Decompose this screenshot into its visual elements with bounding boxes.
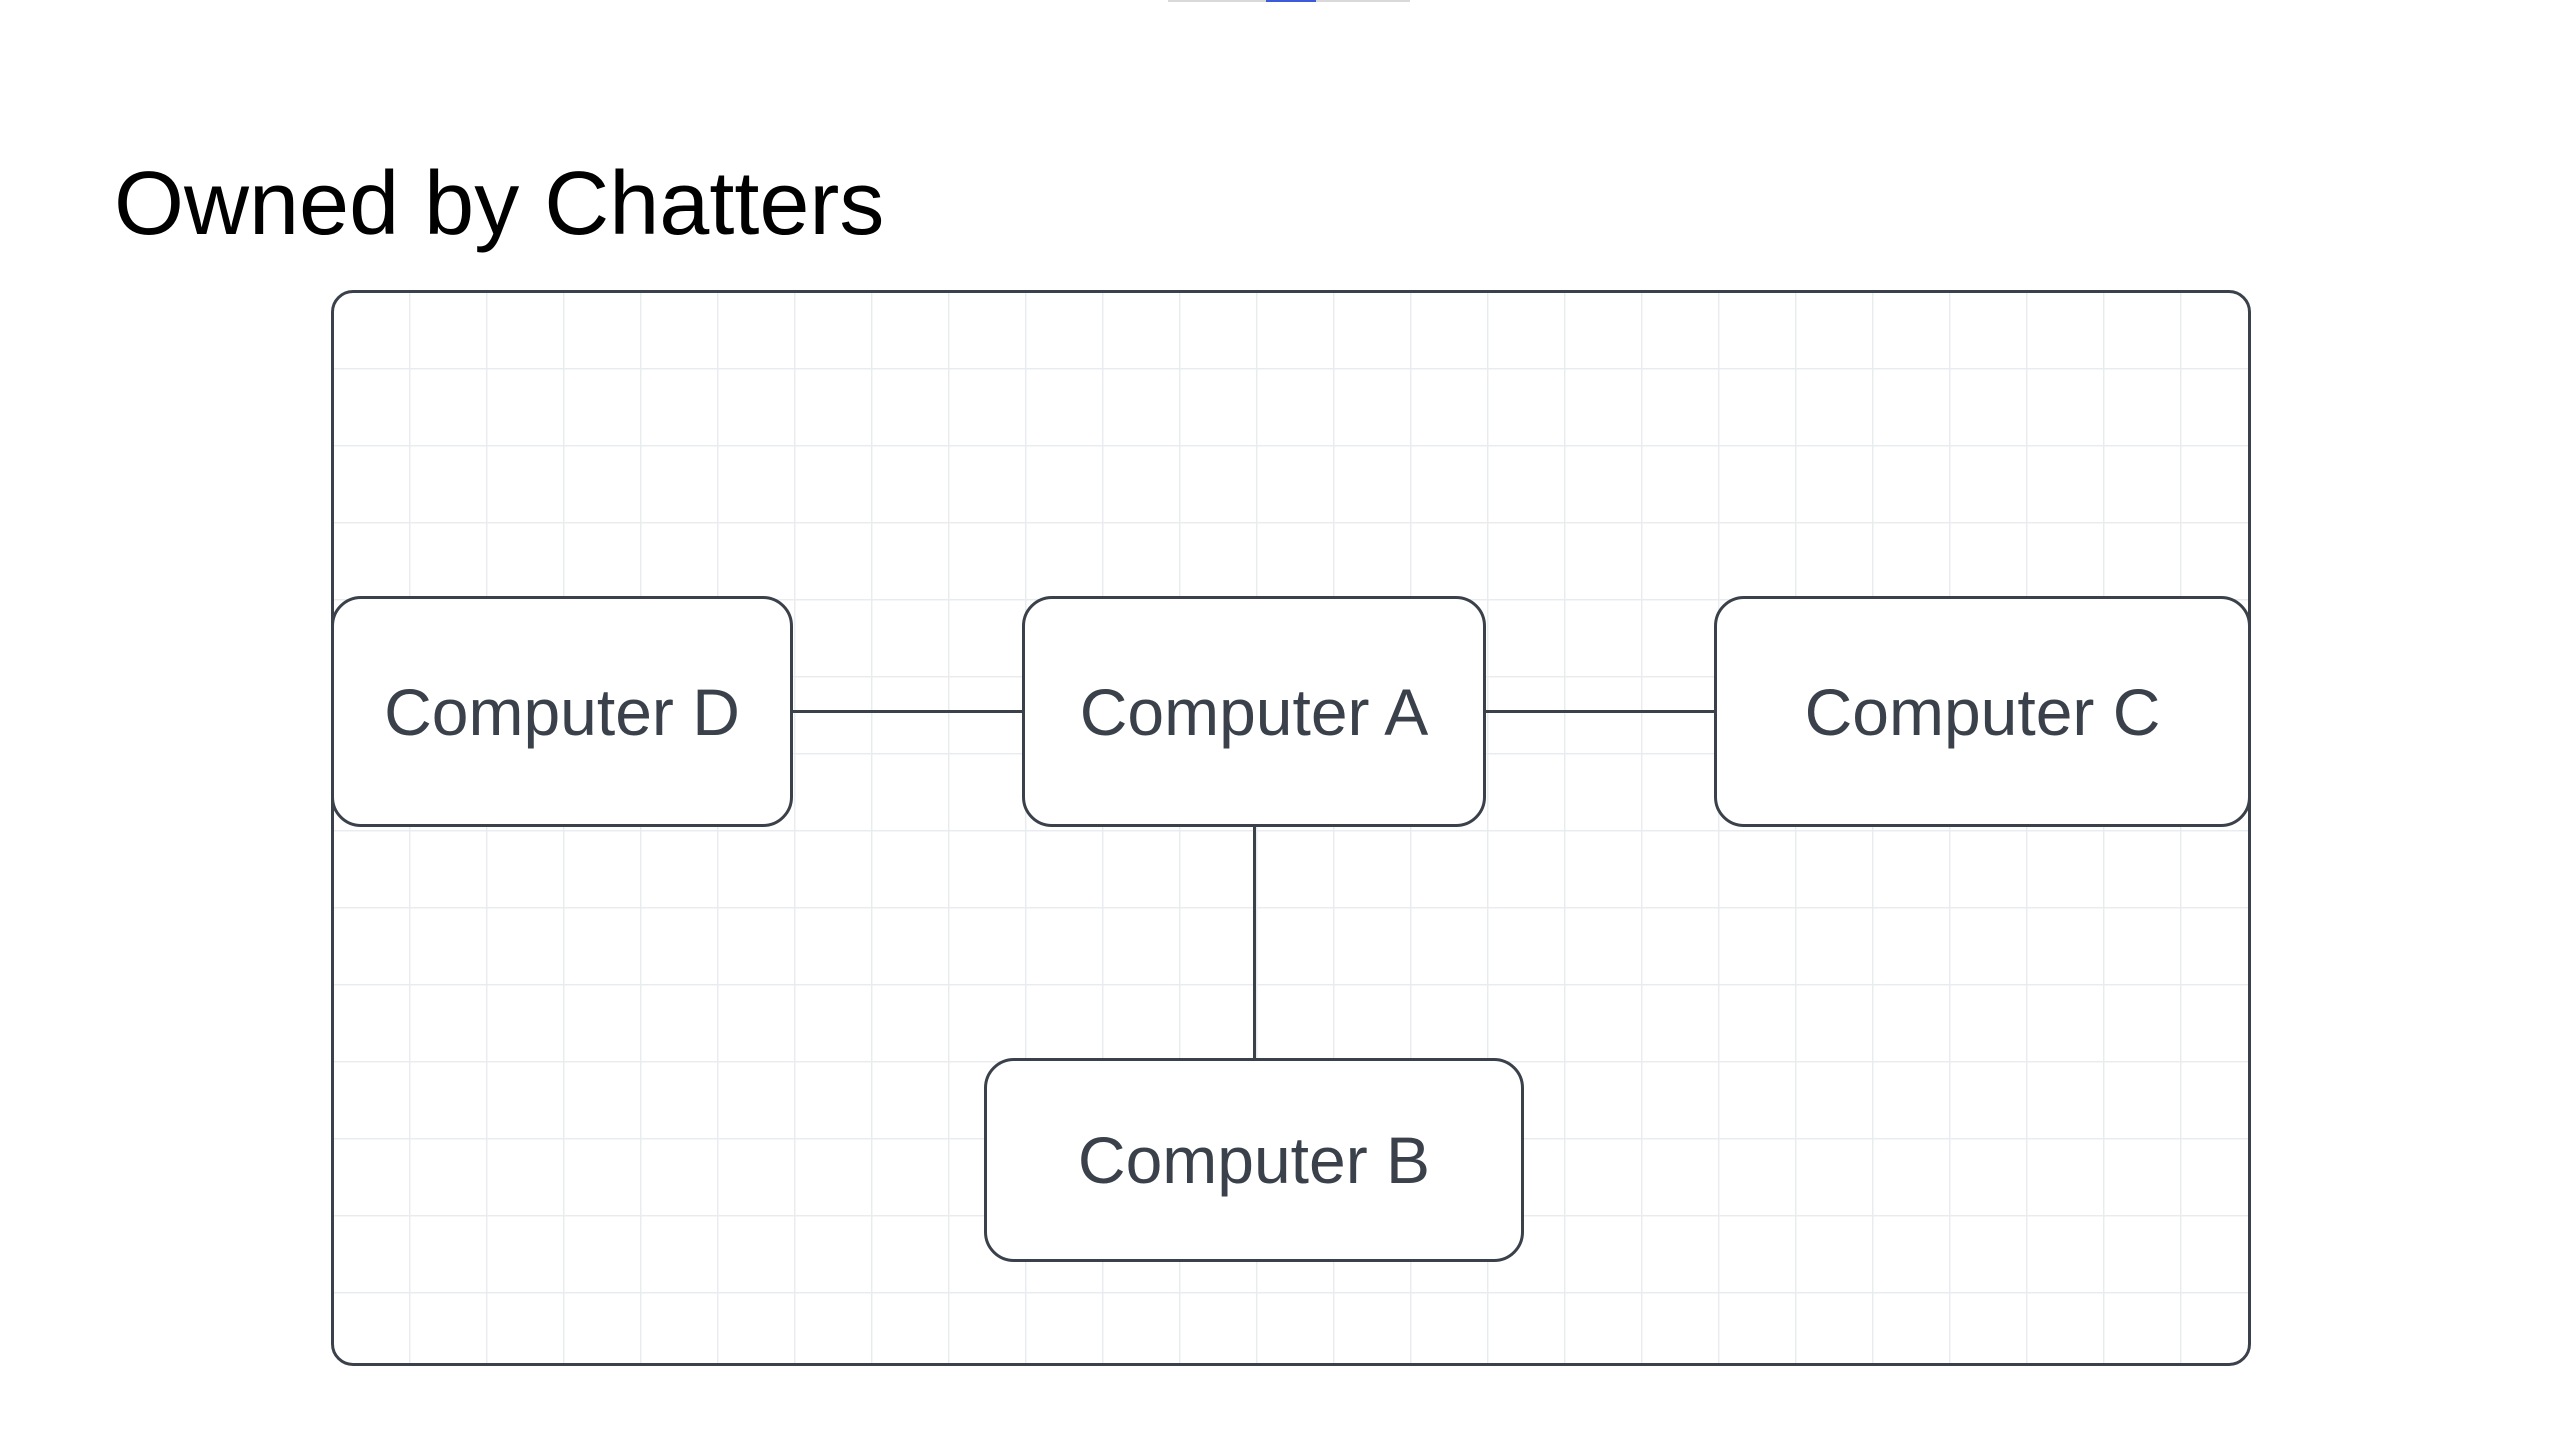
node-computer-b[interactable]: Computer B: [984, 1058, 1524, 1262]
slide-indicator-active: [1266, 0, 1316, 2]
node-computer-c[interactable]: Computer C: [1714, 596, 2251, 827]
node-computer-a[interactable]: Computer A: [1022, 596, 1486, 827]
node-label: Computer B: [1077, 1123, 1431, 1197]
node-label: Computer A: [1079, 674, 1429, 749]
node-label: Computer D: [384, 674, 740, 749]
edge-a-b: [1253, 826, 1256, 1060]
edge-a-c: [1484, 710, 1716, 713]
edge-d-a: [792, 710, 1024, 713]
node-label: Computer C: [1804, 674, 2161, 749]
node-computer-d[interactable]: Computer D: [331, 596, 793, 827]
page-title: Owned by Chatters: [114, 154, 885, 254]
